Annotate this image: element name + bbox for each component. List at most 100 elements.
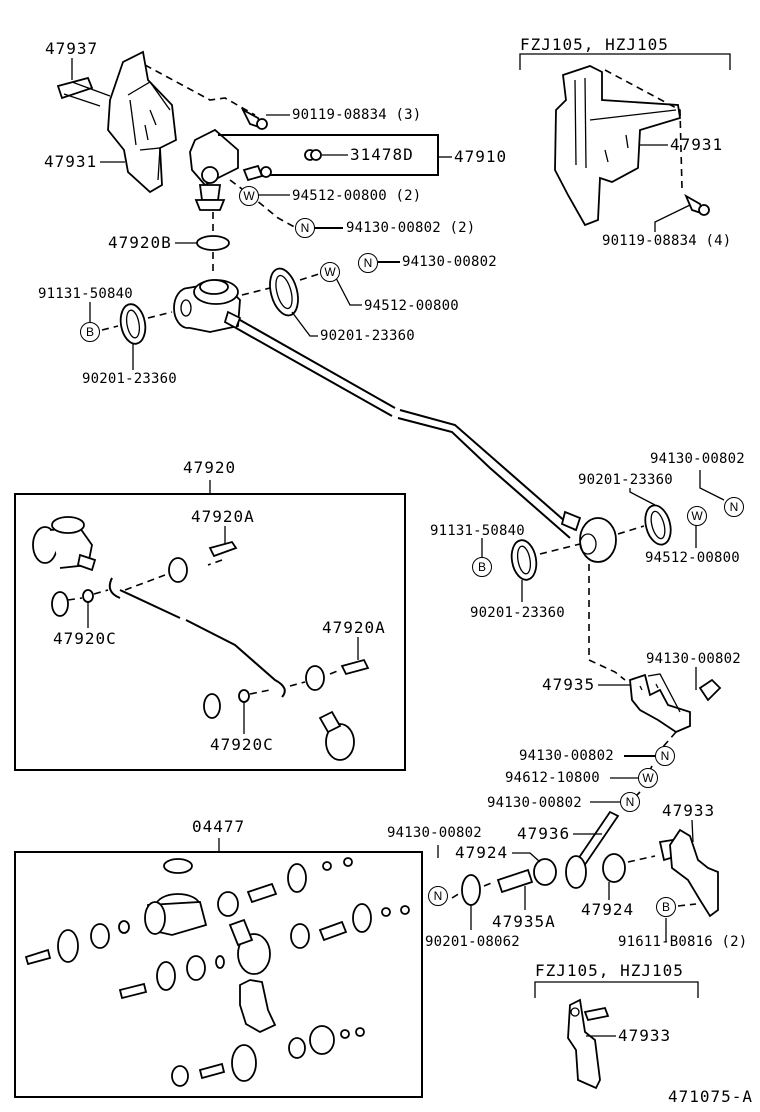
dash-housing-left (101, 311, 173, 331)
bracket-47933-variant-drawing (567, 998, 610, 1090)
leader-47933 (691, 819, 694, 843)
dash-bracket-right (604, 69, 683, 189)
washer-inner (125, 309, 141, 339)
nut-symbol: N (428, 886, 448, 906)
leader-90201-mid (291, 311, 318, 337)
washer-inner (650, 510, 666, 540)
nut-symbol: N (295, 218, 315, 238)
washer-90201-mid-drawing (269, 267, 299, 317)
callout-90201-08062: 90201-08062 (425, 934, 520, 950)
leader-90119-4 (654, 204, 691, 232)
callout-47935: 47935 (542, 675, 596, 694)
callout-47935a: 47935A (492, 912, 556, 931)
callout-91131-50840-right: 91131-50840 (430, 523, 525, 539)
callout-90201-23360-right-top: 90201-23360 (578, 472, 673, 488)
callout-94130-00802-bracket: 94130-00802 (646, 651, 741, 667)
callout-47920b: 47920B (108, 233, 172, 252)
callout-91611-b0816-2: 91611-B0816 (2) (618, 934, 748, 950)
joint-lower-drawing (560, 510, 617, 563)
callout-90119-08834-3: 90119-08834 (3) (292, 107, 422, 123)
leader-90201-right-top (629, 488, 656, 506)
callout-47920c-2: 47920C (210, 735, 274, 754)
washer-symbol: W (687, 506, 707, 526)
rod-lower-drawing (397, 409, 576, 539)
dash-91611 (677, 903, 697, 907)
washer-inner (516, 545, 532, 575)
spacer-47935a-drawing (496, 868, 534, 894)
kit-04477-contents-drawing (24, 857, 410, 1087)
box-47910 (218, 134, 439, 176)
bracket-47933-drawing (658, 828, 719, 918)
nut-symbol: N (620, 792, 640, 812)
callout-47936: 47936 (517, 824, 571, 843)
dash-47933-bolt (627, 855, 656, 863)
valve-47910-drawing (189, 128, 239, 211)
callout-94512-00800-2: 94512-00800 (2) (292, 188, 422, 204)
bracket-47931-left-drawing (107, 50, 177, 194)
dash-valve-fasteners (229, 179, 301, 231)
callout-47931-right: 47931 (670, 135, 724, 154)
variant-bracket-top (519, 53, 731, 70)
washer-90201-right-bot-drawing (510, 539, 538, 581)
callout-47910: 47910 (454, 147, 508, 166)
callout-94130-00802-n1: 94130-00802 (519, 748, 614, 764)
bolt-90119-3-drawing (240, 107, 268, 130)
leader-94130-right (699, 470, 725, 501)
bracket-47935-drawing (629, 673, 722, 734)
callout-94130-00802-2: 94130-00802 (2) (346, 220, 476, 236)
dash-joint-left (539, 543, 581, 555)
callout-47937: 47937 (45, 39, 99, 58)
variant-label-bottom: FZJ105, HZJ105 (535, 961, 684, 980)
callout-90201-23360-right-bot: 90201-23360 (470, 605, 565, 621)
kit-47920-contents-drawing (32, 516, 370, 761)
callout-47920a-1: 47920A (191, 507, 255, 526)
callout-94130-00802-n2: 94130-00802 (487, 795, 582, 811)
bolt-symbol: B (80, 322, 100, 342)
kit-box-47920 (14, 493, 406, 771)
washer-90201-right-top-drawing (644, 504, 672, 546)
bolt-symbol: B (472, 557, 492, 577)
spacer-31478d-drawing (304, 149, 322, 161)
drawing-id: 471075-A (668, 1087, 754, 1106)
callout-91131-50840-left: 91131-50840 (38, 286, 133, 302)
nut-symbol: N (358, 253, 378, 273)
leader-94512-top (335, 277, 362, 306)
leader-90201-08062-box (408, 851, 423, 942)
washer-symbol: W (638, 768, 658, 788)
callout-47924-a: 47924 (455, 843, 509, 862)
callout-94130-00802-top: 94130-00802 (402, 254, 497, 270)
callout-31478d: 31478D (350, 145, 414, 164)
dash-bracket-bolt (144, 64, 256, 116)
washer-inner (275, 274, 293, 310)
callout-90119-08834-4: 90119-08834 (4) (602, 233, 732, 249)
variant-bracket-bottom (534, 981, 699, 998)
callout-90201-23360-left: 90201-23360 (82, 371, 177, 387)
leader-47924-a (512, 852, 541, 863)
dash-joint-right (617, 525, 645, 535)
bolt-small-valve-drawing (242, 164, 272, 182)
callout-94512-00800-right: 94512-00800 (645, 550, 740, 566)
rod-drawing (235, 319, 396, 417)
callout-47924-b: 47924 (581, 900, 635, 919)
callout-47933-variant: 47933 (618, 1026, 672, 1045)
link-47936-drawing (565, 810, 620, 889)
dash-joint-to-47935 (588, 564, 626, 681)
callout-47931-left: 47931 (44, 152, 98, 171)
callout-94512-00800-top: 94512-00800 (364, 298, 459, 314)
callout-47920: 47920 (183, 458, 237, 477)
bolt-symbol: B (656, 897, 676, 917)
washer-symbol: W (239, 186, 259, 206)
ring-47920b-drawing (196, 235, 230, 251)
nut-symbol: N (724, 497, 744, 517)
callout-04477: 04477 (192, 817, 246, 836)
callout-47933: 47933 (662, 801, 716, 820)
nut-symbol: N (655, 746, 675, 766)
callout-90201-23360-mid: 90201-23360 (320, 328, 415, 344)
variant-label-top: FZJ105, HZJ105 (520, 35, 669, 54)
bracket-47931-right-drawing (554, 65, 682, 227)
callout-94130-00802-low: 94130-00802 (387, 825, 482, 841)
kit-box-04477 (14, 851, 423, 1098)
washer-90201-08062-drawing (461, 874, 481, 906)
callout-47920c-1: 47920C (53, 629, 117, 648)
